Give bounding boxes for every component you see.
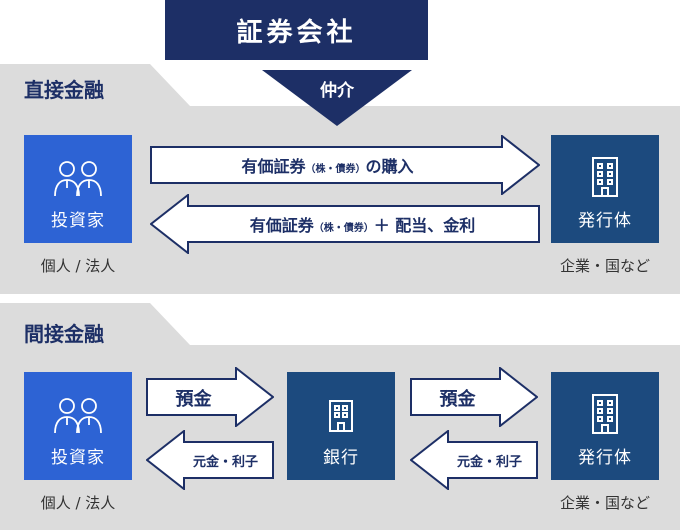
direct-arrow-left bbox=[150, 194, 540, 254]
intermediary-arrow bbox=[262, 70, 412, 126]
direct-arrow-right bbox=[150, 135, 540, 195]
people-icon bbox=[52, 395, 104, 435]
bank-label: 銀行 bbox=[323, 448, 359, 468]
building-icon bbox=[326, 399, 356, 433]
indirect-investor-box: 投資家 bbox=[24, 372, 132, 480]
return-label-2: 元金・利子 bbox=[456, 455, 522, 470]
direct-investor-box: 投資家 bbox=[24, 135, 132, 243]
direct-section-title: 直接金融 bbox=[24, 78, 104, 102]
deposit-arrow-2 bbox=[410, 367, 538, 427]
direct-issuer-box: 発行体 bbox=[551, 135, 659, 243]
direct-issuer-label: 発行体 bbox=[578, 211, 632, 231]
header-title: 証券会社 bbox=[165, 0, 428, 60]
indirect-investor-caption: 個人 / 法人 bbox=[40, 494, 116, 512]
intermediary-label: 仲介 bbox=[320, 81, 354, 101]
direct-arrow-right-label: 有価証券（株・債券）の購入 bbox=[241, 157, 414, 176]
indirect-section-title: 間接金融 bbox=[24, 322, 104, 346]
return-label-1: 元金・利子 bbox=[192, 455, 258, 470]
direct-investor-label: 投資家 bbox=[51, 211, 105, 231]
deposit-label-2: 預金 bbox=[439, 389, 476, 410]
building-icon bbox=[587, 156, 623, 198]
bank-box: 銀行 bbox=[287, 372, 395, 480]
direct-arrow-left-label: 有価証券（株・債券）＋ 配当、金利 bbox=[249, 216, 476, 235]
return-arrow-1 bbox=[146, 430, 274, 490]
people-icon bbox=[52, 158, 104, 198]
indirect-issuer-caption: 企業・国など bbox=[559, 494, 650, 512]
deposit-label-1: 預金 bbox=[175, 389, 212, 410]
indirect-issuer-box: 発行体 bbox=[551, 372, 659, 480]
direct-investor-caption: 個人 / 法人 bbox=[40, 257, 116, 275]
indirect-investor-label: 投資家 bbox=[51, 448, 105, 468]
building-icon bbox=[587, 393, 623, 435]
deposit-arrow-1 bbox=[146, 367, 274, 427]
direct-issuer-caption: 企業・国など bbox=[559, 257, 650, 275]
return-arrow-2 bbox=[410, 430, 538, 490]
indirect-issuer-label: 発行体 bbox=[578, 448, 632, 468]
